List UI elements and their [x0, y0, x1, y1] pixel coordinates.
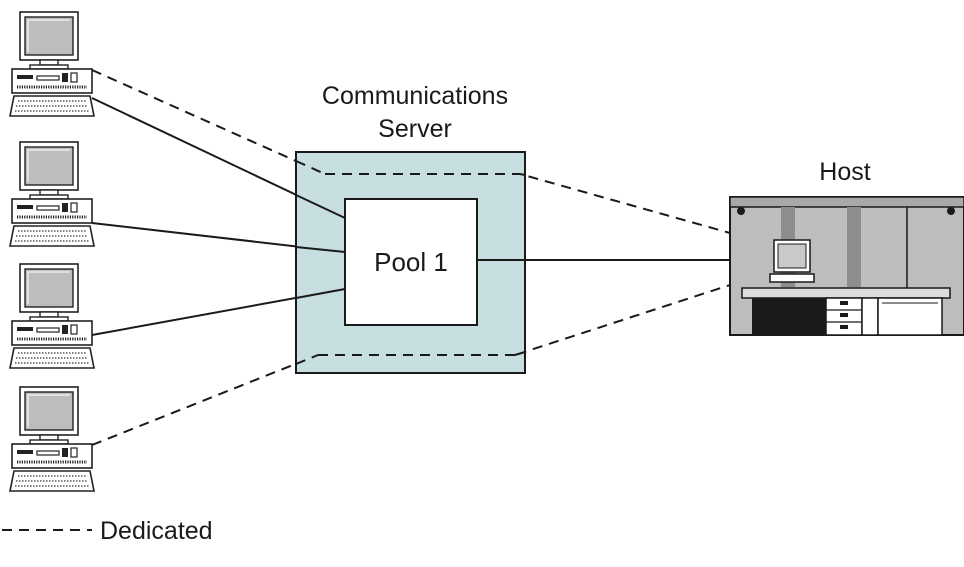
server-title-line2: Server: [378, 115, 452, 143]
host-label: Host: [819, 158, 870, 186]
pool-box: [344, 198, 478, 326]
workstation-icon: [8, 262, 96, 370]
legend-dedicated-label: Dedicated: [100, 517, 213, 545]
workstation-icon: [8, 385, 96, 493]
dedicated-connection-upper: [91, 69, 731, 234]
workstation-icon: [8, 140, 96, 248]
mainframe-icon: [729, 196, 964, 336]
legend: Dedicated: [2, 517, 213, 545]
server-title-line1: Communications: [322, 82, 508, 110]
workstation-icon: [8, 10, 96, 118]
pool-label: Pool 1: [374, 247, 448, 277]
